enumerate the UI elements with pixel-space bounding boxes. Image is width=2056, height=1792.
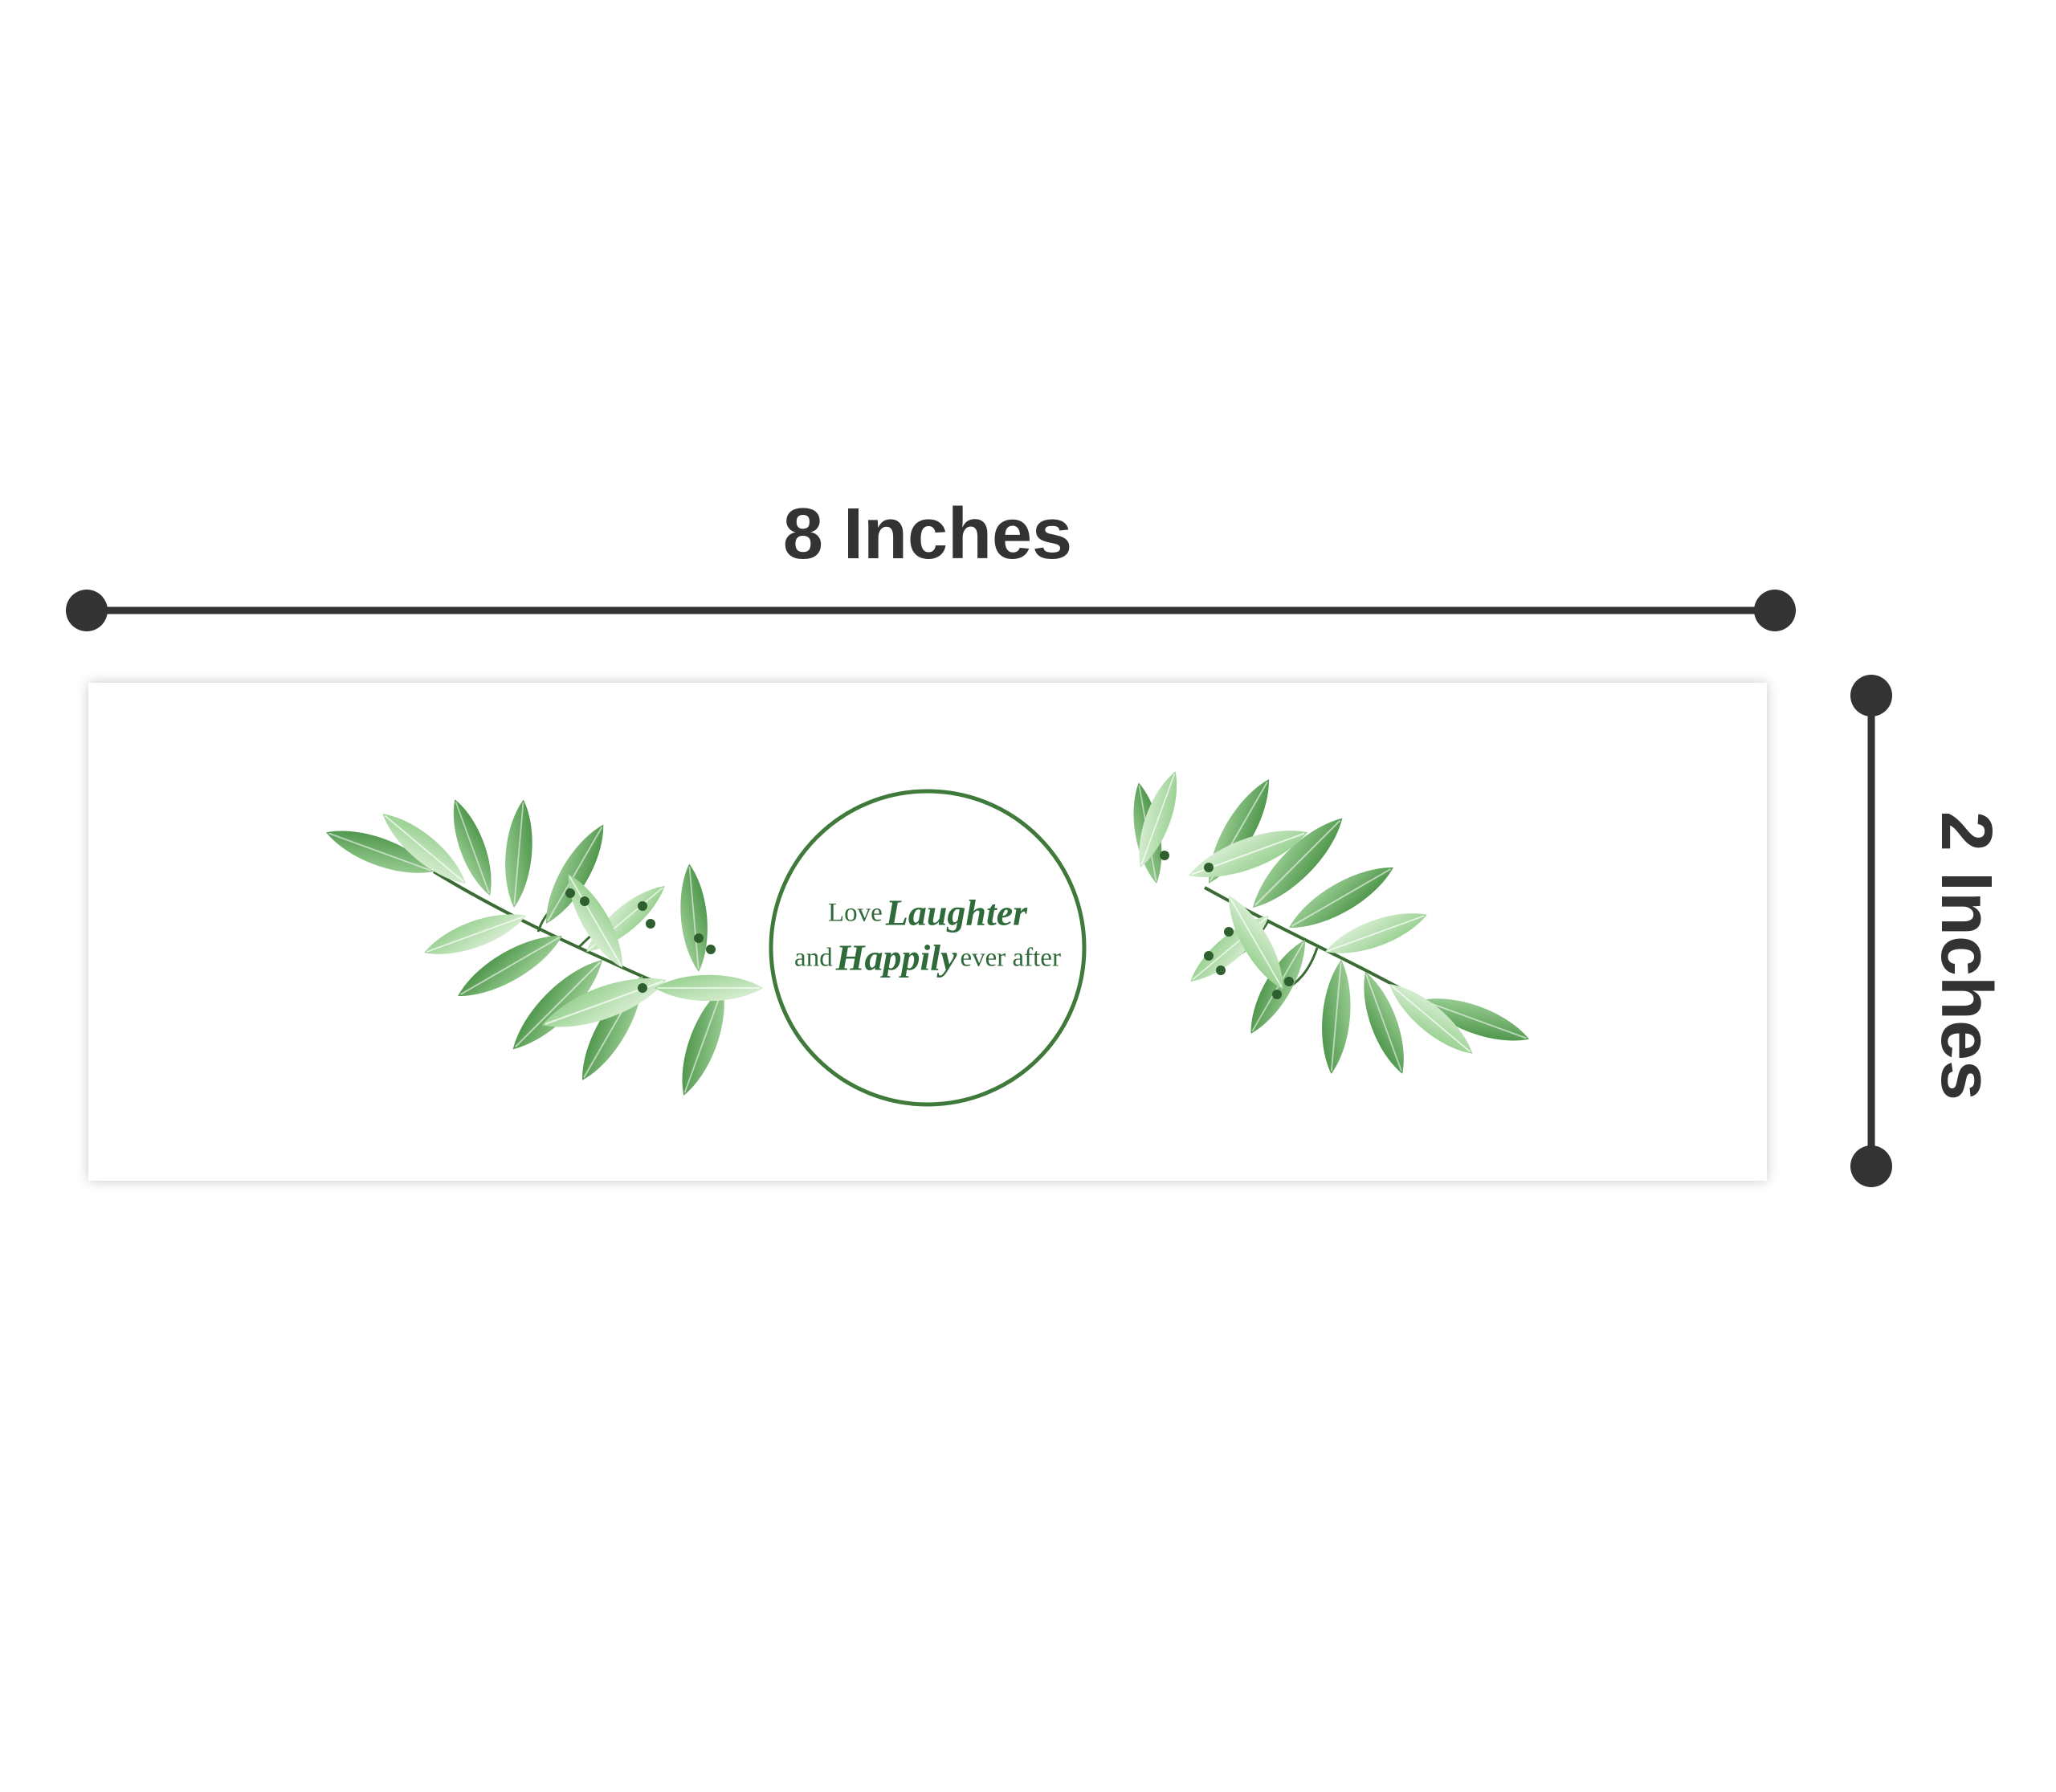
motto-word-love: Love xyxy=(827,898,883,928)
motto-line-1: Love Laughter xyxy=(771,890,1084,935)
height-end-dot xyxy=(1850,1145,1892,1187)
height-label-container: 2 Inches xyxy=(1886,803,2046,1108)
motto-line-2: and Happily ever after xyxy=(771,935,1084,980)
right-branch xyxy=(1125,766,1535,1080)
motto-word-and: and xyxy=(794,943,833,973)
motto-word-happily: Happily xyxy=(835,937,957,978)
motto-word-ever-after: ever after xyxy=(960,943,1061,973)
leaf-wreath-illustration xyxy=(320,766,1535,1107)
width-start-dot xyxy=(66,590,108,631)
height-label: 2 Inches xyxy=(1926,810,2006,1101)
height-start-dot xyxy=(1850,675,1892,716)
motto-word-laughter: Laughter xyxy=(885,892,1028,933)
left-branch xyxy=(320,794,764,1101)
width-dimension-line xyxy=(66,590,1796,631)
center-ring xyxy=(769,789,1087,1107)
banner-sticker: Love Laughter and Happily ever after xyxy=(88,683,1767,1181)
width-label: 8 Inches xyxy=(782,494,1073,574)
width-end-dot xyxy=(1754,590,1796,631)
height-dimension-line xyxy=(1850,675,1892,1187)
motto-text: Love Laughter and Happily ever after xyxy=(771,890,1084,981)
